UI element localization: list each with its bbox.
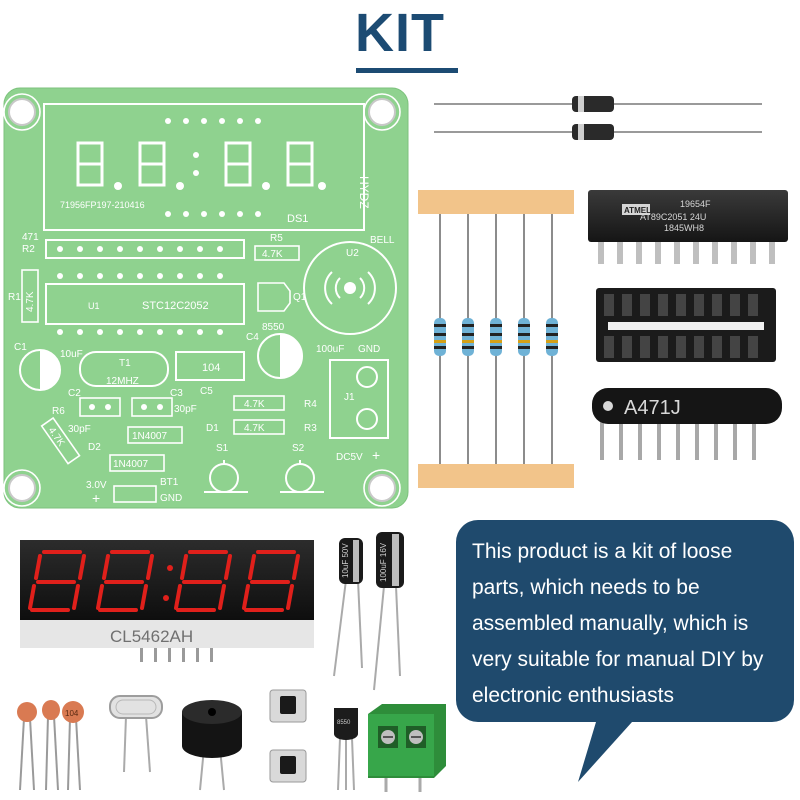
pcb-code: 71956FP197-210416 (60, 200, 145, 210)
pcb-j1-label: J1 (344, 392, 355, 403)
led-display: CL5462AH (20, 540, 314, 662)
ceramic-capacitors: 104 (17, 700, 84, 791)
rnet-label: A471J (624, 397, 681, 419)
pcb-c3-label: C3 (170, 388, 183, 399)
transistor: 8550 (334, 708, 358, 791)
electrolytic-capacitors: 10uF 50V 100uF 16V (333, 532, 404, 691)
pcb-c1-value: 10uF (60, 349, 83, 360)
pcb-r6-label: R6 (52, 406, 65, 417)
pcb-dc-label: DC5V (336, 452, 363, 463)
pcb-gnd-label: GND (358, 344, 380, 355)
pcb-diode2-label: 1N4007 (113, 459, 148, 470)
resistor-components (418, 190, 574, 488)
pcb-c104-label: 104 (202, 362, 220, 374)
transistor-label: 8550 (337, 720, 351, 726)
pcb-d1-label: D1 (206, 423, 219, 434)
pcb-c5-label: C5 (200, 386, 213, 397)
pcb-c4-label: C4 (246, 332, 259, 343)
pcb-bt-plus: + (92, 490, 100, 506)
pcb-u2-label: U2 (346, 248, 359, 259)
tact-switches (269, 689, 307, 783)
elcap-a-label: 10uF 50V (341, 543, 350, 578)
pcb-u1-label: U1 (88, 301, 100, 311)
pcb-bell-label: BELL (370, 235, 395, 246)
mounting-holes (8, 98, 396, 502)
pcb-buzzer-outline (303, 241, 397, 335)
pcb-r1-label: R1 (8, 292, 21, 303)
pcb-r4-value: 4.7K (244, 399, 265, 410)
pcb-ds-label: DS1 (287, 213, 308, 225)
bubble-text: This product is a kit of loose parts, wh… (472, 540, 764, 707)
pcb-d2-label: D2 (88, 442, 101, 453)
pcb-r5-value: 4.7K (262, 249, 283, 260)
ic-brand: ATMEL (624, 206, 651, 215)
pcb-r5-label: R5 (270, 233, 283, 244)
silk-digits (76, 141, 314, 187)
ceramic-cap-label: 104 (65, 709, 79, 718)
diode-components (434, 96, 762, 140)
ic-line2: AT89C2051 24U (640, 212, 706, 222)
pcb-r1-value: 4.7K (25, 291, 36, 312)
pcb-mcu-label: STC12C2052 (142, 300, 209, 312)
buzzer (182, 700, 242, 791)
pcb-dc-plus: + (372, 447, 380, 463)
pcb-q1-label: Q1 (293, 292, 307, 303)
pcb-rnet-value: 471 (22, 232, 39, 243)
ic-line1: 19654F (680, 199, 711, 209)
pcb-c2-label: C2 (68, 388, 81, 399)
pcb-c3-value: 30pF (174, 404, 197, 415)
pcb-r2-label: R2 (22, 244, 35, 255)
pcb-crystal-label: 12MHZ (106, 376, 139, 387)
pcb-t1-label: T1 (119, 358, 131, 369)
title-underline (356, 68, 458, 73)
pcb-q-model: 8550 (262, 322, 285, 333)
pcb-bt1-label: BT1 (160, 477, 179, 488)
terminal-block (368, 704, 446, 792)
pcb-diode1-label: 1N4007 (132, 431, 167, 442)
page-title: KIT (355, 3, 445, 63)
pcb-s2-label: S2 (292, 443, 305, 454)
crystal-oscillator (109, 695, 163, 773)
pcb-brand: HYDZ (357, 176, 371, 209)
elcap-b-label: 100uF 16V (379, 542, 388, 582)
pcb-bt-voltage: 3.0V (86, 480, 107, 491)
pcb-board: 71956FP197-210416 DS1 HYDZ 471 R2 R5 4.7… (3, 87, 409, 509)
ic-socket (596, 288, 776, 362)
pcb-r3-label: R3 (304, 423, 317, 434)
speech-bubble (456, 520, 794, 782)
pcb-r4-label: R4 (304, 399, 317, 410)
resistor-network: A471J (592, 388, 782, 460)
display-model: CL5462AH (110, 627, 193, 646)
pcb-c4-value: 100uF (316, 344, 344, 355)
pcb-bt-gnd: GND (160, 493, 182, 504)
pcb-c2-value: 30pF (68, 424, 91, 435)
ic-chip: ATMEL 19654F AT89C2051 24U 1845WH8 (588, 190, 788, 264)
pcb-s1-label: S1 (216, 443, 229, 454)
pcb-c1-label: C1 (14, 342, 27, 353)
pcb-r3-value: 4.7K (244, 423, 265, 434)
ic-line3: 1845WH8 (664, 223, 704, 233)
